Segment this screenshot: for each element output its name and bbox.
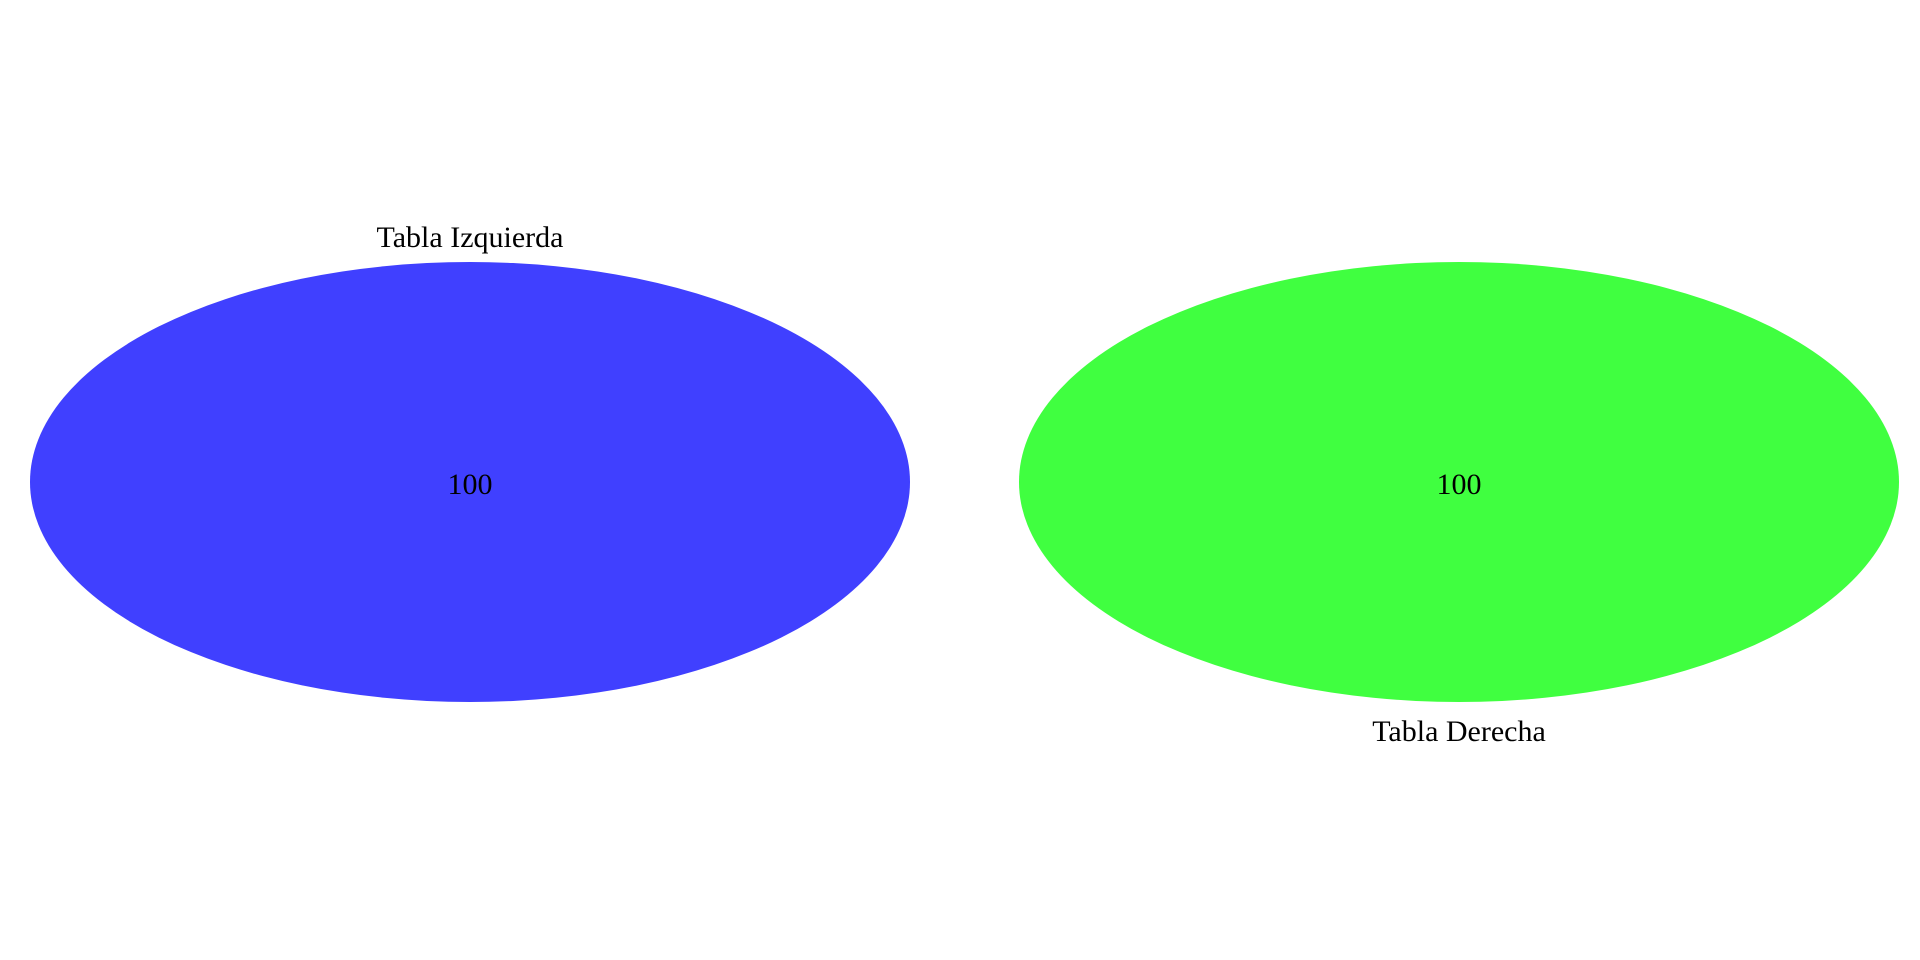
set-label-left: Tabla Izquierda bbox=[377, 221, 564, 254]
ellipse-right bbox=[1019, 262, 1899, 702]
count-label-right: 100 bbox=[1437, 468, 1482, 501]
set-right: Tabla Derecha 100 bbox=[1019, 262, 1899, 748]
set-label-right: Tabla Derecha bbox=[1372, 715, 1546, 748]
set-left: Tabla Izquierda 100 bbox=[30, 221, 910, 702]
ellipse-left bbox=[30, 262, 910, 702]
count-label-left: 100 bbox=[448, 468, 493, 501]
